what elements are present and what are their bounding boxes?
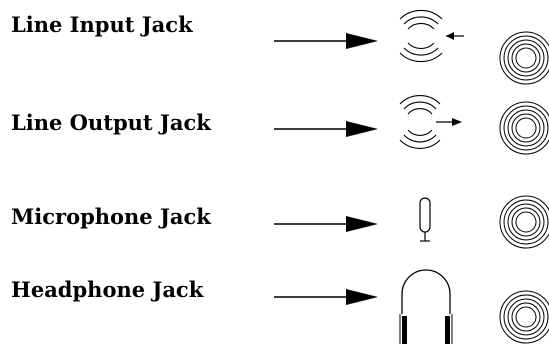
- headphone-icon: [399, 269, 453, 344]
- row-microphone: Microphone Jack: [0, 204, 549, 264]
- microphone-icon: [419, 197, 431, 242]
- label-line-input: Line Input Jack: [11, 12, 193, 37]
- line-in-icon: [399, 9, 464, 63]
- pointer-arrow: [274, 33, 378, 49]
- pointer-arrow: [274, 121, 378, 137]
- pointer-arrow: [274, 289, 378, 305]
- line-out-icon: [399, 95, 462, 149]
- label-microphone: Microphone Jack: [11, 204, 211, 229]
- row-line-output: Line Output Jack: [0, 110, 549, 170]
- row-line-input: Line Input Jack: [0, 12, 549, 72]
- jack-socket-icon: [499, 195, 549, 249]
- jack-socket-icon: [499, 101, 549, 155]
- label-line-output: Line Output Jack: [11, 110, 211, 135]
- jack-socket-icon: [499, 290, 549, 344]
- label-headphone: Headphone Jack: [11, 277, 204, 302]
- pointer-arrow: [274, 216, 378, 232]
- jack-socket-icon: [499, 31, 549, 85]
- row-headphone: Headphone Jack: [0, 277, 549, 337]
